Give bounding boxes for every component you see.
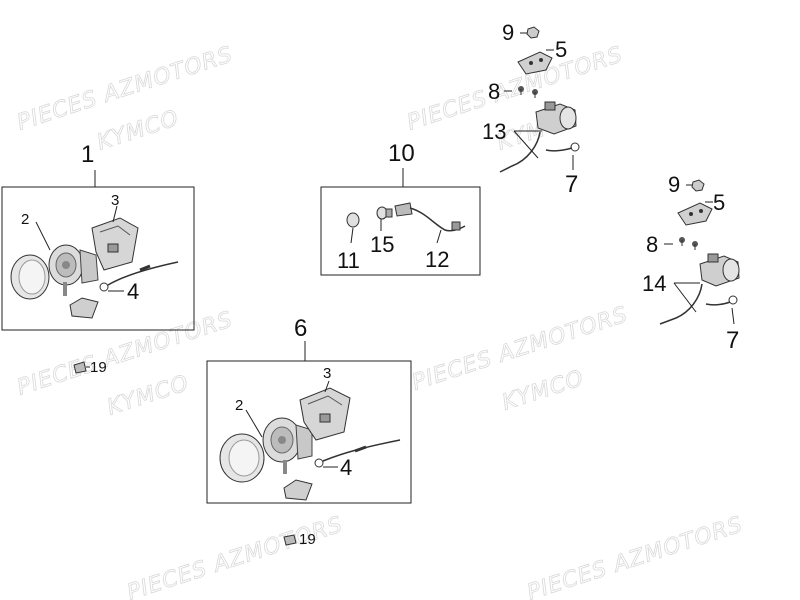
reflector-part [48, 244, 99, 296]
watermark-text: PIECES AZMOTORS [409, 302, 631, 395]
assembly-1: 1 2 3 [1, 141, 195, 331]
screw-part [679, 237, 698, 250]
watermark-text: PIECES AZMOTORS [404, 42, 626, 135]
assembly-1-frame [1, 186, 195, 331]
housing-part [299, 387, 351, 441]
watermark-text: KYMCO [94, 106, 182, 156]
callout-5: 5 [713, 190, 725, 215]
callout-8: 8 [488, 79, 500, 104]
relay-assembly-14: 9 5 8 14 [642, 172, 740, 354]
relay-part [535, 101, 577, 135]
nut-part [691, 179, 705, 192]
nut-part [526, 26, 540, 39]
watermark-text: PIECES AZMOTORS [14, 307, 236, 400]
callout-14: 14 [642, 271, 666, 296]
bracket-part [283, 479, 313, 501]
watermark-text: KYMCO [499, 366, 587, 416]
callout-15: 15 [370, 232, 394, 257]
callout-2: 2 [21, 211, 29, 228]
callout-9: 9 [668, 172, 680, 197]
housing-part [91, 217, 139, 271]
callout-11: 11 [337, 248, 360, 273]
callout-2: 2 [235, 397, 243, 414]
bracket-part [69, 297, 99, 319]
assembly-10-frame [320, 186, 481, 276]
bulb-small-part [376, 206, 393, 220]
watermark-text: PIECES AZMOTORS [524, 512, 746, 600]
callout-3: 3 [323, 365, 331, 382]
callout-4: 4 [340, 455, 352, 480]
lens-part [10, 254, 50, 300]
callout-6: 6 [294, 315, 307, 342]
screw-19-upper: 19 [73, 359, 107, 376]
callout-1: 1 [81, 141, 94, 168]
assembly-10: 10 11 15 12 [320, 140, 481, 276]
bulb-part [346, 212, 360, 228]
callout-7: 7 [565, 171, 578, 198]
callout-8: 8 [646, 232, 658, 257]
lens-part [219, 433, 265, 483]
wire-harness-part [659, 283, 738, 325]
bracket-part [517, 51, 553, 75]
reflector-part [262, 417, 313, 474]
callout-3: 3 [111, 192, 119, 209]
callout-9: 9 [502, 20, 514, 45]
socket-harness-part [394, 202, 466, 232]
wire-harness-part [499, 131, 580, 173]
callout-19: 19 [299, 531, 316, 548]
assembly-6-frame [206, 360, 412, 504]
callout-7: 7 [726, 327, 739, 354]
watermark-text: KYMCO [104, 371, 192, 421]
wire-harness-part [314, 439, 401, 468]
callout-19: 19 [90, 359, 107, 376]
assembly-6: 6 2 3 4 [206, 315, 412, 504]
callout-10: 10 [388, 140, 415, 167]
bracket-part [677, 202, 713, 226]
wire-harness-part [99, 261, 179, 292]
relay-assembly-13: 9 5 8 13 [482, 20, 580, 198]
callout-12: 12 [425, 247, 449, 272]
callout-5: 5 [555, 37, 567, 62]
screw-19-lower: 19 [283, 531, 316, 548]
relay-part [699, 253, 740, 287]
callout-13: 13 [482, 119, 506, 144]
callout-4: 4 [127, 279, 139, 304]
watermark-text: PIECES AZMOTORS [124, 512, 346, 600]
screw-part [518, 86, 538, 98]
watermark-group: PIECES AZMOTORS KYMCO PIECES AZMOTORS KY… [14, 42, 747, 600]
